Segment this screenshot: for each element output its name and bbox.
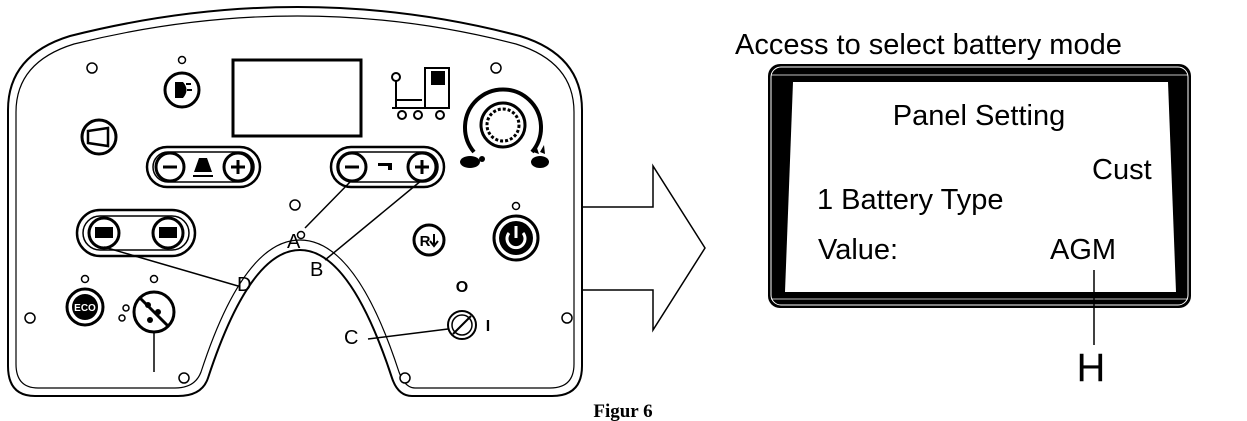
eco-label: ECO bbox=[74, 303, 96, 314]
water-minus-button[interactable] bbox=[336, 151, 368, 183]
power-button[interactable] bbox=[492, 214, 540, 262]
speed-scale-arc bbox=[463, 87, 543, 154]
horn-button[interactable] bbox=[80, 118, 118, 156]
drive-mode-button-1[interactable] bbox=[87, 216, 121, 250]
power-icon bbox=[505, 232, 527, 250]
control-panel bbox=[7, 6, 583, 397]
water-flow-control bbox=[329, 145, 446, 189]
leader-d bbox=[103, 246, 239, 287]
light-icon bbox=[175, 82, 187, 98]
callout-b: B bbox=[310, 259, 323, 281]
panel-screws bbox=[24, 62, 573, 384]
callout-leaders bbox=[103, 179, 449, 340]
leader-b bbox=[324, 179, 423, 261]
eco-button[interactable]: ECO bbox=[65, 287, 105, 327]
display-line-2: Cust bbox=[1092, 154, 1152, 186]
speed-knob[interactable] bbox=[463, 87, 543, 154]
water-tap-icon bbox=[378, 163, 392, 170]
turtle-icon bbox=[460, 156, 485, 168]
callout-d: D bbox=[237, 274, 251, 296]
leader-c bbox=[367, 328, 449, 340]
panel-lcd-screen bbox=[231, 58, 363, 138]
brush-pressure-control bbox=[145, 145, 262, 189]
callout-a: A bbox=[287, 231, 301, 253]
key-off-marker: O bbox=[456, 279, 468, 296]
reverse-button[interactable]: R bbox=[412, 223, 446, 257]
led-light bbox=[177, 55, 187, 65]
display-value-label: Value: bbox=[818, 234, 898, 266]
screw bbox=[86, 62, 98, 74]
brush-minus-button[interactable] bbox=[154, 151, 186, 183]
panel-inner-outline bbox=[15, 15, 575, 389]
screw bbox=[178, 372, 190, 384]
callout-c: C bbox=[344, 327, 358, 349]
led-eco bbox=[80, 274, 90, 284]
screw bbox=[561, 312, 573, 324]
led-brush bbox=[296, 230, 306, 240]
lcd-display bbox=[768, 64, 1191, 308]
brush-pressure-icon bbox=[193, 158, 213, 177]
display-line-3: 1 Battery Type bbox=[817, 184, 1003, 216]
reverse-label: R bbox=[420, 233, 431, 250]
screw bbox=[24, 312, 36, 324]
led-detergent bbox=[149, 274, 159, 284]
water-plus-button[interactable] bbox=[406, 151, 438, 183]
key-switch[interactable] bbox=[447, 310, 477, 340]
machine-status-icon bbox=[391, 67, 450, 120]
heading: Access to select battery mode bbox=[735, 29, 1122, 61]
drive-mode-selector bbox=[75, 208, 197, 258]
scrub-icon bbox=[95, 227, 113, 238]
brush-plus-button[interactable] bbox=[222, 151, 254, 183]
panel-outline bbox=[7, 6, 583, 397]
screw bbox=[490, 62, 502, 74]
key-on-marker: I bbox=[486, 318, 490, 335]
horn-icon bbox=[86, 126, 110, 148]
leader-a bbox=[304, 179, 353, 229]
screw bbox=[399, 372, 411, 384]
rabbit-icon bbox=[531, 145, 549, 168]
figure-caption: Figur 6 bbox=[593, 401, 652, 421]
callout-h: H bbox=[1077, 346, 1106, 390]
scrub-icon bbox=[159, 227, 177, 238]
display-value: AGM bbox=[1050, 234, 1116, 266]
display-line-1: Panel Setting bbox=[893, 100, 1066, 132]
reverse-arrow-icon bbox=[429, 234, 439, 248]
screw bbox=[289, 199, 301, 211]
led-power bbox=[511, 201, 521, 211]
light-button[interactable] bbox=[163, 71, 201, 109]
drive-mode-button-2[interactable] bbox=[151, 216, 185, 250]
right-arrow bbox=[583, 163, 706, 333]
detergent-button[interactable] bbox=[118, 290, 176, 334]
lcd-screen bbox=[785, 82, 1176, 292]
